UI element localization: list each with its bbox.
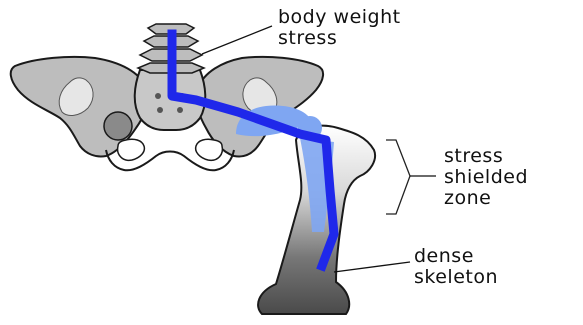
label-body-weight-stress: body weight stress xyxy=(278,7,401,49)
label-line: stress xyxy=(278,28,401,49)
label-dense-skeleton: dense skeleton xyxy=(414,246,498,288)
bracket-stress-shielded xyxy=(386,140,410,214)
label-line: shielded xyxy=(444,167,528,188)
right-obturator xyxy=(196,139,223,160)
sacral-foramen xyxy=(155,93,161,99)
label-line: zone xyxy=(444,188,528,209)
sacral-foramen xyxy=(177,107,183,113)
leader-dense-skeleton xyxy=(334,262,410,272)
sacral-foramen xyxy=(157,107,163,113)
label-line: stress xyxy=(444,146,528,167)
label-line: dense xyxy=(414,246,498,267)
left-acetabulum xyxy=(104,112,132,140)
label-line: skeleton xyxy=(414,267,498,288)
label-line: body weight xyxy=(278,7,401,28)
left-obturator xyxy=(118,139,145,160)
leader-body-weight xyxy=(202,26,272,54)
label-stress-shielded-zone: stress shielded zone xyxy=(444,146,528,209)
